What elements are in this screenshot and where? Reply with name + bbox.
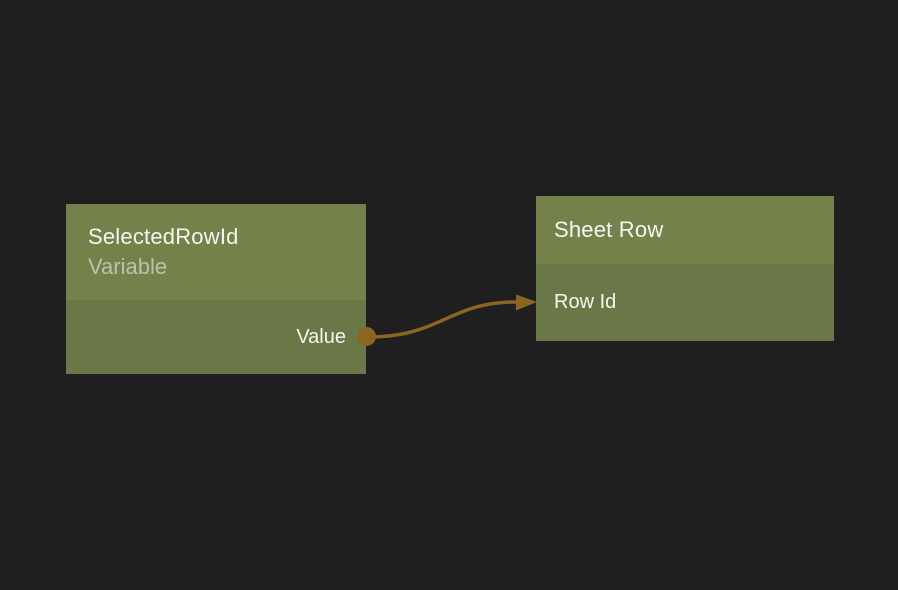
node-input-row[interactable]: Row Id <box>536 264 834 341</box>
output-port-dot[interactable] <box>357 327 376 346</box>
node-subtitle: Variable <box>88 254 168 279</box>
wire-arrowhead-icon <box>516 294 537 311</box>
input-port-label: Row Id <box>554 291 617 313</box>
node-title: SelectedRowId <box>88 224 239 249</box>
node-sheet-row[interactable]: Sheet Row Row Id <box>536 196 834 341</box>
output-port-label: Value <box>296 325 346 348</box>
node-header: SelectedRowId Variable <box>66 204 366 300</box>
node-header: Sheet Row <box>536 196 834 264</box>
wire-path[interactable] <box>366 300 518 339</box>
node-title: Sheet Row <box>554 217 664 242</box>
node-output-row: Value <box>66 300 366 374</box>
node-selectedrowid[interactable]: SelectedRowId Variable Value <box>66 204 376 374</box>
